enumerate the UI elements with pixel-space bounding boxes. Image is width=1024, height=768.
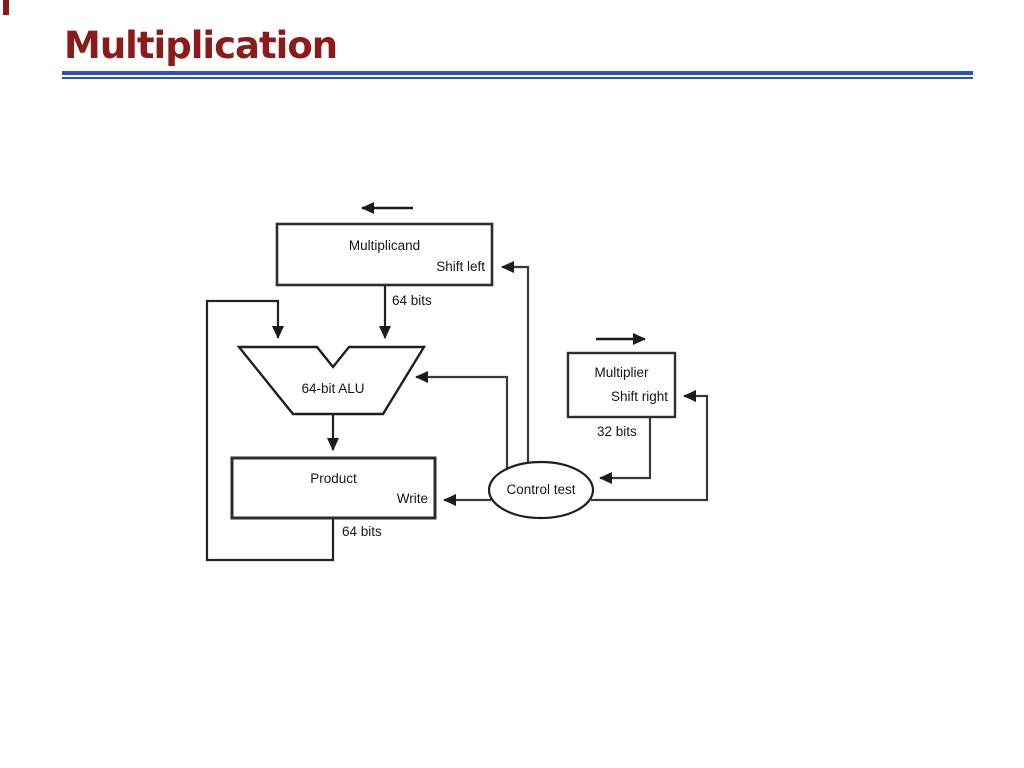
multiplier-bus-width-label: 32 bits [597,424,637,439]
corner-accent-mark [3,0,9,15]
product-to-alu-feedback-line [205,299,335,562]
control-to-alu-line [415,371,509,468]
product-write-label: Write [396,491,428,506]
page-title: Multiplication [64,24,338,67]
title-underline-thin [62,77,973,79]
control-test-label: Control test [506,482,576,497]
multiplier-label: Multiplier [594,365,649,380]
title-underline-thick [62,71,973,75]
alu-shape [236,345,427,416]
control-test-ellipse [487,460,595,520]
multiplicand-register-box [275,222,494,287]
control-to-multiplicand-line [501,261,530,464]
multiplicand-shift-left-label: Shift left [436,259,485,274]
product-bus-width-label: 64 bits [342,524,382,539]
control-to-multiplier-line [591,390,709,502]
multiplicand-label: Multiplicand [348,238,421,253]
multiplier-to-control-test-line [599,417,652,484]
multiplicand-bus-width-label: 64 bits [392,293,432,308]
multiplier-register-box [566,351,677,419]
alu-label: 64-bit ALU [301,381,365,396]
product-label: Product [310,471,357,486]
product-register-box [230,456,437,520]
multiplier-shift-right-label: Shift right [610,389,668,404]
